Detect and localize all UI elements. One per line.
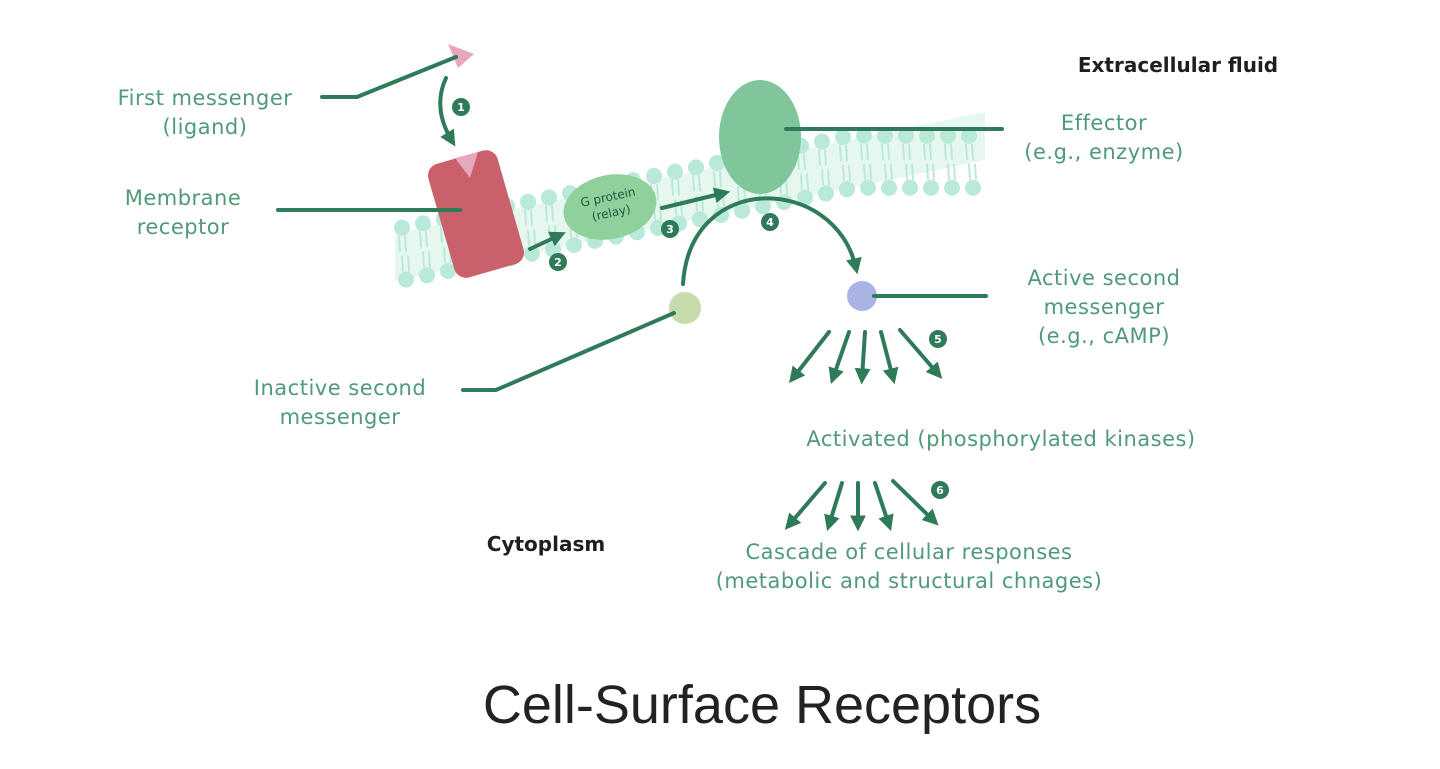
inactive-second-messenger-molecule	[669, 292, 701, 324]
step-badge-2: 2	[549, 253, 567, 271]
arrows-to-kinases	[789, 328, 943, 385]
label-cascade-line1: Cascade of cellular responses	[745, 540, 1072, 564]
svg-text:3: 3	[666, 223, 674, 236]
membrane-receptor-protein	[427, 150, 525, 278]
arrow-receptor-to-g-protein	[528, 231, 566, 251]
bound-ligand	[455, 152, 478, 178]
step-badge-1: 1	[452, 98, 470, 116]
label-inactive-second-messenger-line1: Inactive second	[254, 376, 426, 400]
pointer-first-messenger	[320, 55, 458, 99]
label-first-messenger-line1: First messenger	[118, 86, 293, 110]
step-badge-5: 5	[929, 330, 947, 348]
step-badge-4: 4	[761, 213, 779, 231]
ligand-icon	[448, 44, 474, 68]
label-effector-line1: Effector	[1061, 111, 1147, 135]
svg-text:6: 6	[936, 484, 944, 497]
pointer-inactive-second-messenger	[461, 311, 676, 392]
arrows-to-cascade	[784, 479, 939, 532]
label-active-second-messenger-line3: (e.g., cAMP)	[1038, 324, 1170, 348]
label-active-second-messenger-line2: messenger	[1044, 295, 1165, 319]
step-badge-6: 6	[931, 481, 949, 499]
arrow-second-messenger-activation	[681, 196, 862, 286]
svg-text:2: 2	[554, 256, 562, 269]
step-badge-3: 3	[661, 220, 679, 238]
effector-enzyme	[719, 80, 801, 194]
label-membrane-receptor-line2: receptor	[137, 215, 230, 239]
arrow-g-protein-to-effector	[660, 187, 731, 210]
region-cytoplasm: Cytoplasm	[487, 532, 605, 556]
label-effector-line2: (e.g., enzyme)	[1024, 140, 1183, 164]
arrow-ligand-to-receptor	[438, 76, 456, 147]
g-protein: G protein (relay)	[563, 174, 657, 240]
label-activated-kinases: Activated (phosphorylated kinases)	[806, 427, 1195, 451]
label-membrane-receptor-line1: Membrane	[125, 186, 242, 210]
region-extracellular-fluid: Extracellular fluid	[1078, 53, 1278, 77]
active-second-messenger-molecule	[847, 281, 877, 311]
label-active-second-messenger-line1: Active second	[1027, 266, 1180, 290]
diagram-title: Cell-Surface Receptors	[483, 675, 1041, 735]
label-cascade-line2: (metabolic and structural chnages)	[716, 569, 1103, 593]
svg-text:1: 1	[457, 101, 465, 114]
svg-text:5: 5	[934, 333, 942, 346]
label-inactive-second-messenger-line2: messenger	[280, 405, 401, 429]
label-first-messenger-line2: (ligand)	[163, 115, 248, 139]
svg-text:4: 4	[766, 216, 774, 229]
